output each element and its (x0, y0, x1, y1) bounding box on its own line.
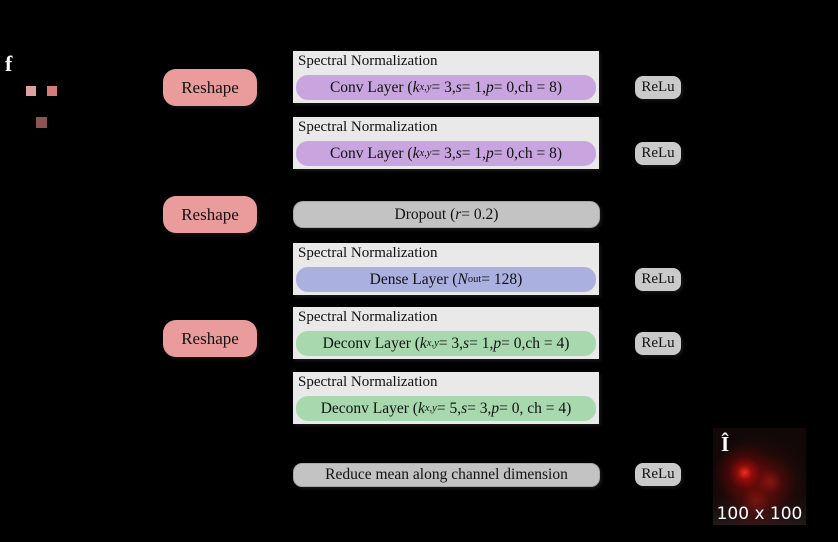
spectral-norm-label: Spectral Normalization (298, 309, 438, 325)
spectral-norm-label: Spectral Normalization (298, 245, 438, 261)
spectral-norm-label: Spectral Normalization (298, 119, 438, 135)
reshape-label: Reshape (181, 77, 239, 97)
relu-label: ReLu (641, 145, 675, 161)
input-pixel-medium (47, 86, 57, 96)
relu-label: ReLu (641, 79, 675, 95)
reshape-label: Reshape (181, 328, 239, 348)
dropout-node: Dropout (r = 0.2) (293, 201, 600, 228)
input-pixel-light (26, 86, 36, 96)
relu-node-4: ReLu (635, 332, 681, 355)
relu-node-1: ReLu (635, 76, 681, 99)
relu-node-2: ReLu (635, 142, 681, 165)
input-symbol: f (5, 51, 13, 76)
reduce-mean-node: Reduce mean along channel dimension (293, 463, 600, 487)
reshape-label: Reshape (181, 204, 239, 224)
spectral-norm-label: Spectral Normalization (298, 53, 438, 69)
output-image: Î 100 x 100 (713, 428, 806, 525)
relu-node-5: ReLu (635, 463, 681, 486)
relu-node-3: ReLu (635, 268, 681, 291)
reshape-node-3: Reshape (163, 320, 257, 357)
relu-label: ReLu (641, 271, 675, 287)
spectral-norm-label: Spectral Normalization (298, 374, 438, 390)
output-symbol: Î (721, 432, 730, 456)
input-pixel-dark (36, 117, 47, 128)
output-size-label: 100 x 100 (716, 504, 803, 524)
relu-label: ReLu (641, 335, 675, 351)
reshape-node-1: Reshape (163, 69, 257, 106)
reshape-node-2: Reshape (163, 196, 257, 233)
relu-label: ReLu (641, 466, 675, 482)
